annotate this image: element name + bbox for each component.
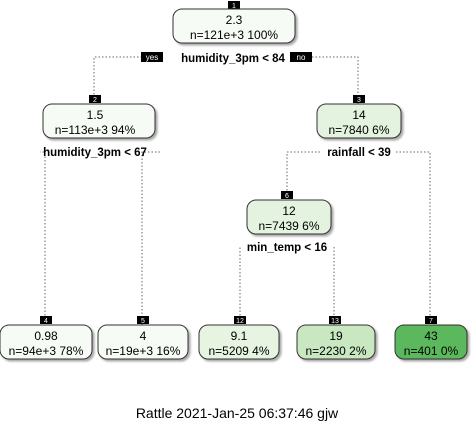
svg-text:n=2230 2%: n=2230 2%	[305, 344, 366, 358]
edge-left-leaf1	[40, 151, 46, 326]
svg-text:n=19e+3 16%: n=19e+3 16%	[106, 344, 181, 358]
svg-text:n=401 0%: n=401 0%	[404, 344, 459, 358]
tree-leaf-3: 12 9.1 n=5209 4%	[198, 316, 280, 360]
svg-text:13: 13	[331, 318, 339, 325]
tree-node-right: 3 14 n=7840 6%	[316, 95, 402, 139]
split-label-left: humidity_3pm < 67	[43, 147, 147, 159]
tree-node-left: 2 1.5 n=113e+3 94%	[42, 95, 156, 139]
svg-text:n=7840 6%: n=7840 6%	[328, 123, 389, 137]
tree-leaf-5: 7 43 n=401 0%	[394, 316, 468, 360]
svg-text:9.1: 9.1	[231, 329, 248, 343]
no-tag: no	[290, 52, 312, 62]
svg-text:14: 14	[352, 108, 366, 122]
svg-text:n=5209 4%: n=5209 4%	[208, 344, 269, 358]
svg-text:n=94e+3 78%: n=94e+3 78%	[9, 344, 84, 358]
svg-text:4: 4	[140, 329, 147, 343]
tree-leaf-2: 5 4 n=19e+3 16%	[97, 316, 189, 360]
split-label-right: rainfall < 39	[327, 147, 391, 159]
edge-right-leaf5	[396, 151, 431, 326]
svg-text:0.98: 0.98	[34, 329, 58, 343]
tree-leaf-4: 13 19 n=2230 2%	[296, 316, 376, 360]
svg-text:43: 43	[424, 329, 438, 343]
split-label-root: humidity_3pm < 84	[181, 53, 285, 65]
svg-text:2.3: 2.3	[226, 13, 243, 27]
svg-text:7: 7	[429, 318, 433, 325]
edge-root-left	[93, 56, 142, 105]
tree-node-root: 1 2.3 n=121e+3 100%	[172, 1, 296, 44]
footer-caption: Rattle 2021-Jan-25 06:37:46 gjw	[135, 405, 339, 421]
edge-left-leaf2	[141, 151, 160, 326]
tree-leaf-1: 4 0.98 n=94e+3 78%	[0, 316, 93, 360]
svg-text:1.5: 1.5	[87, 108, 104, 122]
tree-edges	[40, 56, 431, 326]
svg-text:5: 5	[141, 318, 145, 325]
svg-text:no: no	[297, 53, 306, 62]
svg-text:n=7439 6%: n=7439 6%	[258, 219, 319, 233]
edge-right-rightleft	[286, 151, 322, 201]
svg-text:4: 4	[44, 318, 48, 325]
tree-node-rightleft: 6 12 n=7439 6%	[246, 191, 332, 235]
svg-text:1: 1	[232, 3, 236, 10]
svg-text:n=113e+3 94%: n=113e+3 94%	[55, 123, 136, 137]
svg-text:12: 12	[282, 204, 296, 218]
svg-text:3: 3	[357, 97, 361, 104]
svg-text:yes: yes	[146, 53, 158, 62]
split-label-rightleft: min_temp < 16	[247, 242, 327, 254]
edge-root-right	[312, 56, 359, 105]
svg-text:19: 19	[329, 329, 343, 343]
svg-text:2: 2	[93, 97, 97, 104]
svg-text:6: 6	[285, 193, 289, 200]
svg-text:n=121e+3 100%: n=121e+3 100%	[190, 28, 278, 42]
yes-tag: yes	[141, 52, 163, 62]
svg-text:12: 12	[236, 318, 244, 325]
